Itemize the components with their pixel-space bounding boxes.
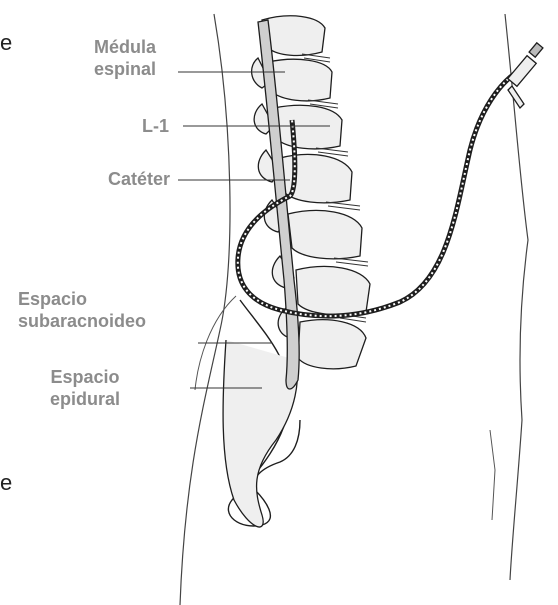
vertebra — [296, 266, 370, 314]
vertebra — [288, 210, 362, 258]
label-line: Espacio — [50, 366, 120, 388]
label-line: epidural — [50, 388, 120, 410]
label-line: subaracnoideo — [18, 310, 146, 332]
label-espacio-epidural: Espacio epidural — [50, 366, 120, 410]
label-cateter: Catéter — [108, 168, 170, 190]
vertebra — [268, 59, 332, 101]
vertebra-sacrum — [298, 320, 366, 369]
label-espacio-subaracnoideo: Espacio subaracnoideo — [18, 288, 146, 332]
label-line: Médula — [94, 36, 156, 58]
label-line: Espacio — [18, 288, 146, 310]
label-l1: L-1 — [142, 115, 169, 137]
catheter-hub — [508, 43, 543, 108]
label-medula-espinal: Médula espinal — [94, 36, 156, 80]
label-line: espinal — [94, 58, 156, 80]
back-outline — [180, 14, 230, 605]
front-outline-small — [490, 430, 495, 520]
vertebra — [274, 105, 342, 149]
